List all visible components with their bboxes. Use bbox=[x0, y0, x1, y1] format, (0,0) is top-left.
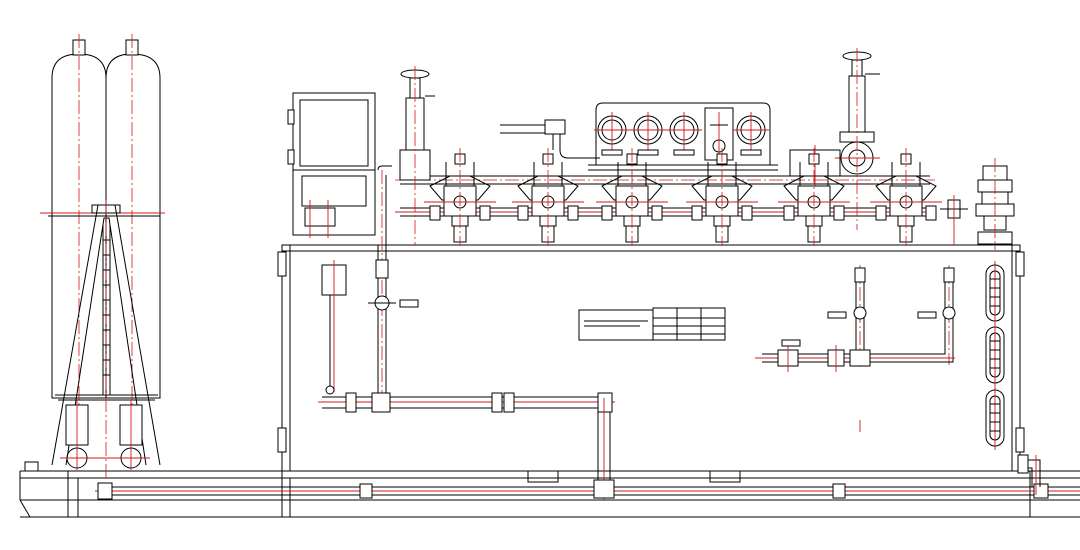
pressure-gauge-2 bbox=[630, 112, 666, 156]
sight-glass-2 bbox=[985, 323, 1005, 387]
gauge-panel bbox=[588, 102, 778, 171]
control-valve-3 bbox=[596, 148, 668, 246]
accumulator-bottle-right bbox=[105, 34, 161, 410]
pressure-gauge-1 bbox=[594, 112, 630, 156]
control-valve-6 bbox=[870, 148, 942, 246]
base-skid bbox=[19, 461, 1080, 518]
sight-glass-3 bbox=[985, 386, 1005, 450]
pressure-gauge-4 bbox=[733, 112, 769, 156]
pressure-selector bbox=[704, 107, 734, 161]
control-valve-bank bbox=[424, 148, 942, 246]
handwheel-valve-right bbox=[835, 48, 880, 230]
accumulator-frame bbox=[51, 200, 161, 478]
pressure-switch bbox=[940, 195, 968, 245]
sight-glass-1 bbox=[985, 261, 1005, 325]
pressure-gauge-3 bbox=[666, 112, 702, 156]
drain-elbow-right bbox=[1017, 454, 1041, 495]
accumulator-bottle-left bbox=[51, 34, 107, 410]
accumulator-bottles bbox=[40, 34, 165, 410]
control-valve-2 bbox=[512, 148, 584, 246]
pump-motor-right bbox=[975, 158, 1015, 250]
handwheel-valve-left bbox=[399, 66, 435, 245]
electric-control-box bbox=[287, 92, 376, 238]
control-valve-1 bbox=[424, 148, 496, 246]
nameplate bbox=[578, 307, 726, 341]
control-valve-4 bbox=[686, 148, 758, 246]
suction-piping-right bbox=[755, 265, 956, 372]
reservoir-tank bbox=[277, 244, 1025, 472]
control-valve-5 bbox=[778, 148, 850, 246]
return-piping-left bbox=[318, 165, 615, 500]
level-sight-glasses bbox=[985, 261, 1005, 450]
